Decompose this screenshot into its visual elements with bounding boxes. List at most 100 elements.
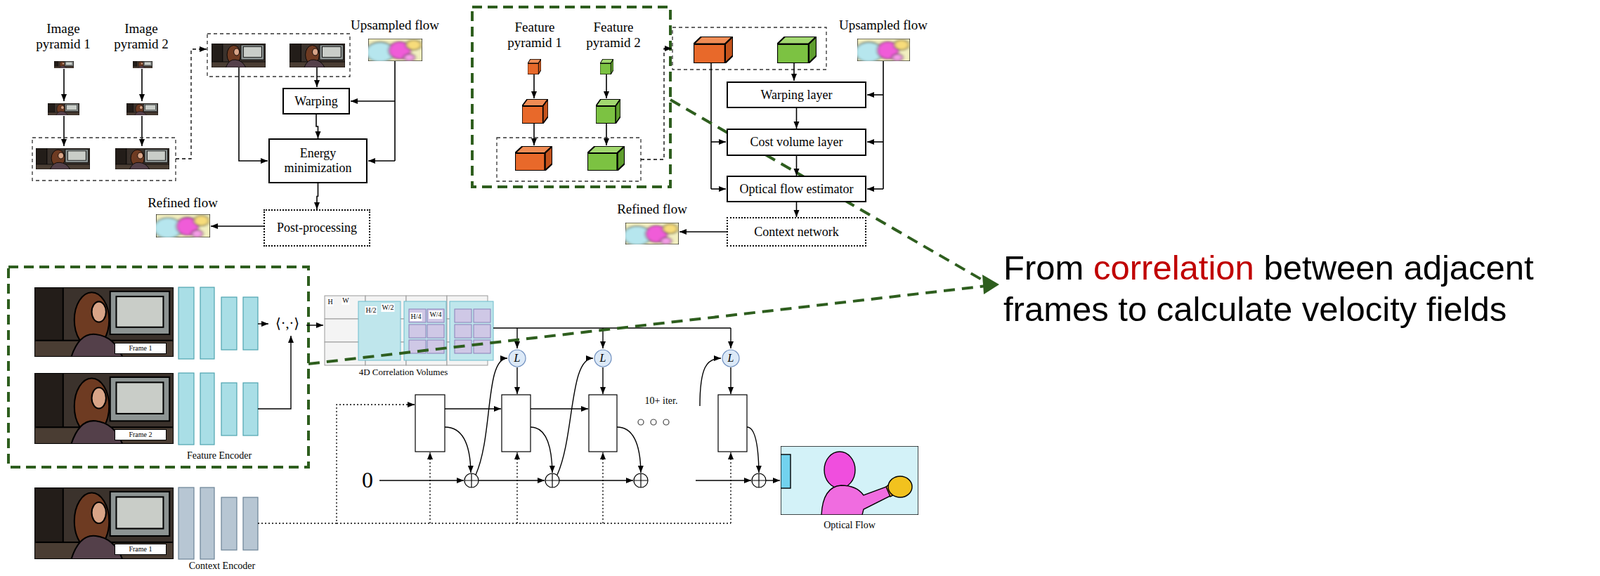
node-label: L bbox=[727, 352, 735, 365]
raft-pipeline bbox=[408, 309, 426, 323]
raft-pipeline bbox=[243, 297, 258, 350]
raft-pipeline bbox=[464, 473, 479, 488]
raft-pipeline bbox=[516, 328, 518, 349]
raft-pipeline bbox=[602, 452, 603, 524]
raft-pipeline bbox=[34, 287, 174, 357]
raft-pipeline bbox=[464, 473, 479, 488]
feature-pyramid-pipeline bbox=[711, 188, 726, 190]
callout-phrase: correlation bbox=[1093, 248, 1255, 287]
raft-pipeline bbox=[429, 452, 431, 524]
raft-pipeline bbox=[699, 358, 721, 407]
feature-pyramid-pipeline bbox=[587, 146, 625, 171]
raft-pipeline bbox=[464, 473, 766, 488]
flow-arrow bbox=[316, 114, 319, 139]
node-label: Frame 1 bbox=[128, 545, 152, 554]
lookup-circle: L bbox=[721, 349, 740, 368]
text-label: Feature pyramid 2 bbox=[578, 19, 649, 51]
coarse-to-fine-pipeline bbox=[47, 103, 80, 116]
node-label: Energy minimization bbox=[273, 146, 363, 175]
flow-arrow bbox=[796, 155, 798, 176]
text-label: H bbox=[326, 297, 334, 307]
raft-pipeline bbox=[751, 473, 766, 488]
feature-pyramid-pipeline bbox=[711, 141, 726, 143]
node-label: Optical flow estimator bbox=[739, 181, 854, 197]
raft-pipeline bbox=[616, 427, 641, 473]
coarse-to-fine-pipeline bbox=[207, 33, 350, 77]
raft-pipeline bbox=[730, 367, 731, 395]
raft-pipeline bbox=[695, 479, 752, 481]
lookup-circle: L bbox=[593, 349, 613, 368]
raft-pipeline bbox=[221, 497, 237, 551]
coarse-to-fine-pipeline bbox=[54, 61, 74, 69]
optional-process-box: Context network bbox=[726, 217, 867, 247]
raft-pipeline bbox=[557, 358, 594, 476]
frame-tag: Frame 2 bbox=[114, 429, 167, 441]
raft-pipeline bbox=[415, 394, 747, 452]
raft-pipeline bbox=[200, 287, 215, 360]
feature-pyramid-pipeline bbox=[522, 99, 549, 124]
coarse-to-fine-pipeline bbox=[32, 33, 423, 239]
raft-pipeline bbox=[475, 358, 508, 476]
raft-pipeline bbox=[449, 301, 494, 361]
raft-pipeline bbox=[530, 427, 553, 473]
raft-pipeline bbox=[633, 473, 648, 488]
raft-pipeline bbox=[638, 419, 644, 426]
raft-pipeline bbox=[257, 323, 269, 324]
text-label: Upsampled flow bbox=[838, 17, 928, 34]
raft-pipeline bbox=[178, 373, 194, 445]
text-label: Image pyramid 2 bbox=[106, 21, 177, 52]
text-label: 10+ iter. bbox=[645, 395, 679, 407]
process-box: Warping bbox=[282, 87, 350, 115]
text-label: Image pyramid 1 bbox=[28, 21, 99, 52]
raft-pipeline bbox=[454, 324, 472, 338]
text-label: H/2 bbox=[365, 306, 378, 315]
coarse-to-fine-pipeline bbox=[394, 61, 396, 161]
feature-pyramid-pipeline bbox=[679, 231, 727, 233]
coarse-to-fine-pipeline bbox=[63, 115, 65, 147]
process-box: Optical flow estimator bbox=[726, 175, 867, 203]
coarse-to-fine-pipeline bbox=[368, 160, 395, 162]
coarse-to-fine-pipeline bbox=[132, 61, 153, 69]
raft-pipeline bbox=[178, 287, 258, 445]
raft-pipeline bbox=[545, 473, 560, 488]
circle-outline bbox=[594, 349, 612, 367]
raft-pipeline bbox=[559, 479, 634, 481]
optional-process-box: Post-processing bbox=[263, 209, 371, 247]
raft-pipeline bbox=[530, 408, 589, 409]
raft-pipeline bbox=[493, 327, 731, 329]
feature-pyramid-pipeline bbox=[515, 146, 553, 171]
coarse-to-fine-pipeline bbox=[141, 115, 143, 147]
text-label: W/4 bbox=[428, 310, 442, 320]
raft-pipeline bbox=[473, 324, 491, 338]
flow-arrow bbox=[316, 183, 319, 210]
feature-pyramid-pipeline bbox=[527, 59, 542, 75]
text-label: H/4 bbox=[410, 312, 423, 322]
node-label: Frame 2 bbox=[128, 430, 152, 440]
raft-pipeline bbox=[178, 287, 194, 360]
raft-pipeline bbox=[780, 446, 919, 516]
node-label: Warping layer bbox=[760, 87, 832, 103]
raft-pipeline bbox=[415, 394, 445, 452]
lookup-circle: L bbox=[508, 349, 527, 368]
feature-pyramid-pipeline bbox=[496, 137, 641, 182]
callout-arrow bbox=[982, 274, 1000, 295]
feature-pyramid-pipeline bbox=[777, 36, 817, 64]
raft-pipeline bbox=[444, 427, 471, 473]
coarse-to-fine-pipeline bbox=[63, 68, 65, 102]
node-label: Frame 1 bbox=[128, 344, 152, 353]
feature-pyramid-pipeline bbox=[867, 94, 884, 96]
raft-pipeline bbox=[221, 382, 237, 436]
raft-pipeline bbox=[178, 487, 194, 560]
raft-pipeline bbox=[427, 309, 445, 323]
text-label: Feature Encoder bbox=[186, 450, 252, 462]
node-label: L bbox=[514, 352, 521, 365]
raft-pipeline bbox=[34, 487, 174, 560]
coarse-to-fine-pipeline bbox=[366, 38, 423, 62]
text-label: Context Encoder bbox=[189, 560, 256, 572]
coarse-to-fine-pipeline bbox=[35, 148, 90, 170]
raft-pipeline bbox=[751, 473, 766, 488]
process-box: Cost volume layer bbox=[726, 128, 867, 156]
raft-pipeline bbox=[257, 404, 731, 524]
feature-pyramid-pipeline bbox=[855, 38, 910, 62]
coarse-to-fine-pipeline bbox=[141, 68, 143, 102]
